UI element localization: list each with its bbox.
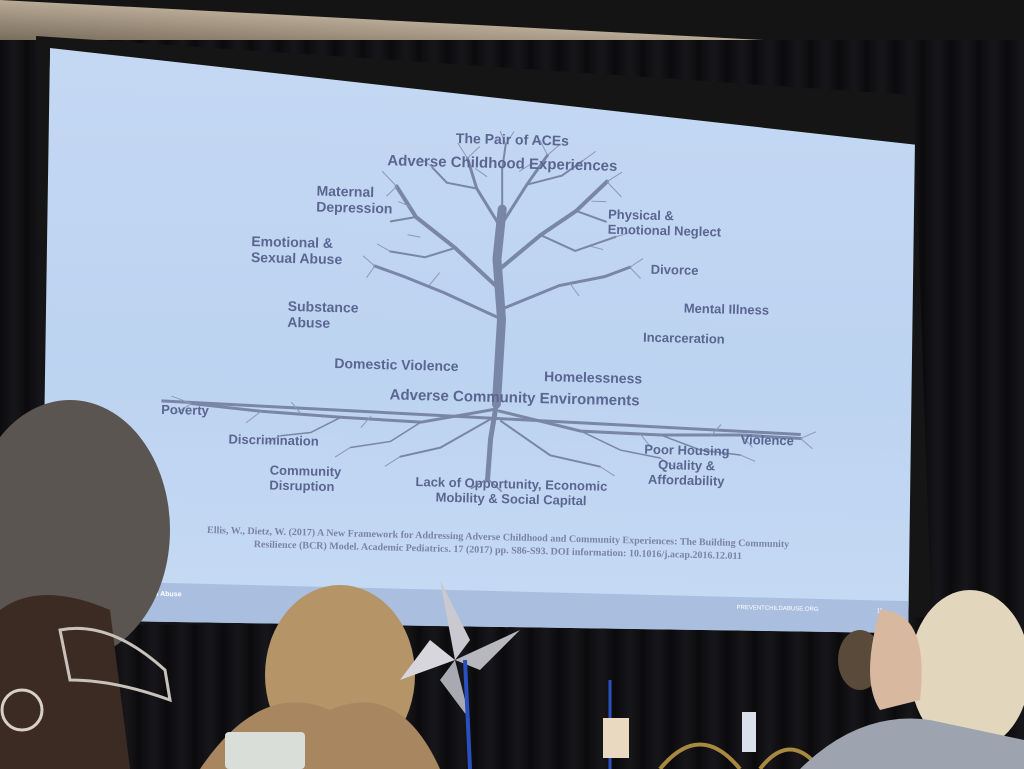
- tree-with-roots-illustration: [36, 48, 924, 641]
- label-physical-emotional-neglect: Physical & Emotional Neglect: [607, 206, 722, 240]
- label-substance-abuse: Substance Abuse: [287, 297, 359, 332]
- drink-cup: [225, 732, 305, 769]
- eyeglasses-icon: [58, 626, 172, 703]
- audience-foreground: [0, 400, 1024, 769]
- label-maternal-depression: Maternal Depression: [316, 182, 393, 217]
- hoop-earring-icon: [0, 688, 44, 732]
- audience-member-left-hair: [0, 400, 170, 660]
- raised-hand: [870, 610, 922, 710]
- projection-screen: The Pair of ACEs Adverse Childhood Exper…: [36, 48, 924, 641]
- audience-member-right-shoulder: [800, 718, 1024, 769]
- audience-member-right-hair: [910, 590, 1024, 750]
- label-mental-illness: Mental Illness: [683, 300, 770, 318]
- coffee-cup: [603, 718, 629, 758]
- water-bottle: [742, 712, 756, 752]
- label-domestic-violence: Domestic Violence: [334, 355, 459, 375]
- label-divorce: Divorce: [650, 261, 699, 278]
- pinwheel-centerpiece: [400, 580, 612, 769]
- slide-title: The Pair of ACEs: [455, 129, 570, 149]
- label-emotional-sexual-abuse: Emotional & Sexual Abuse: [250, 232, 343, 268]
- label-incarceration: Incarceration: [642, 329, 725, 347]
- chair-back: [658, 742, 742, 769]
- audience-member-left-face: [0, 595, 130, 769]
